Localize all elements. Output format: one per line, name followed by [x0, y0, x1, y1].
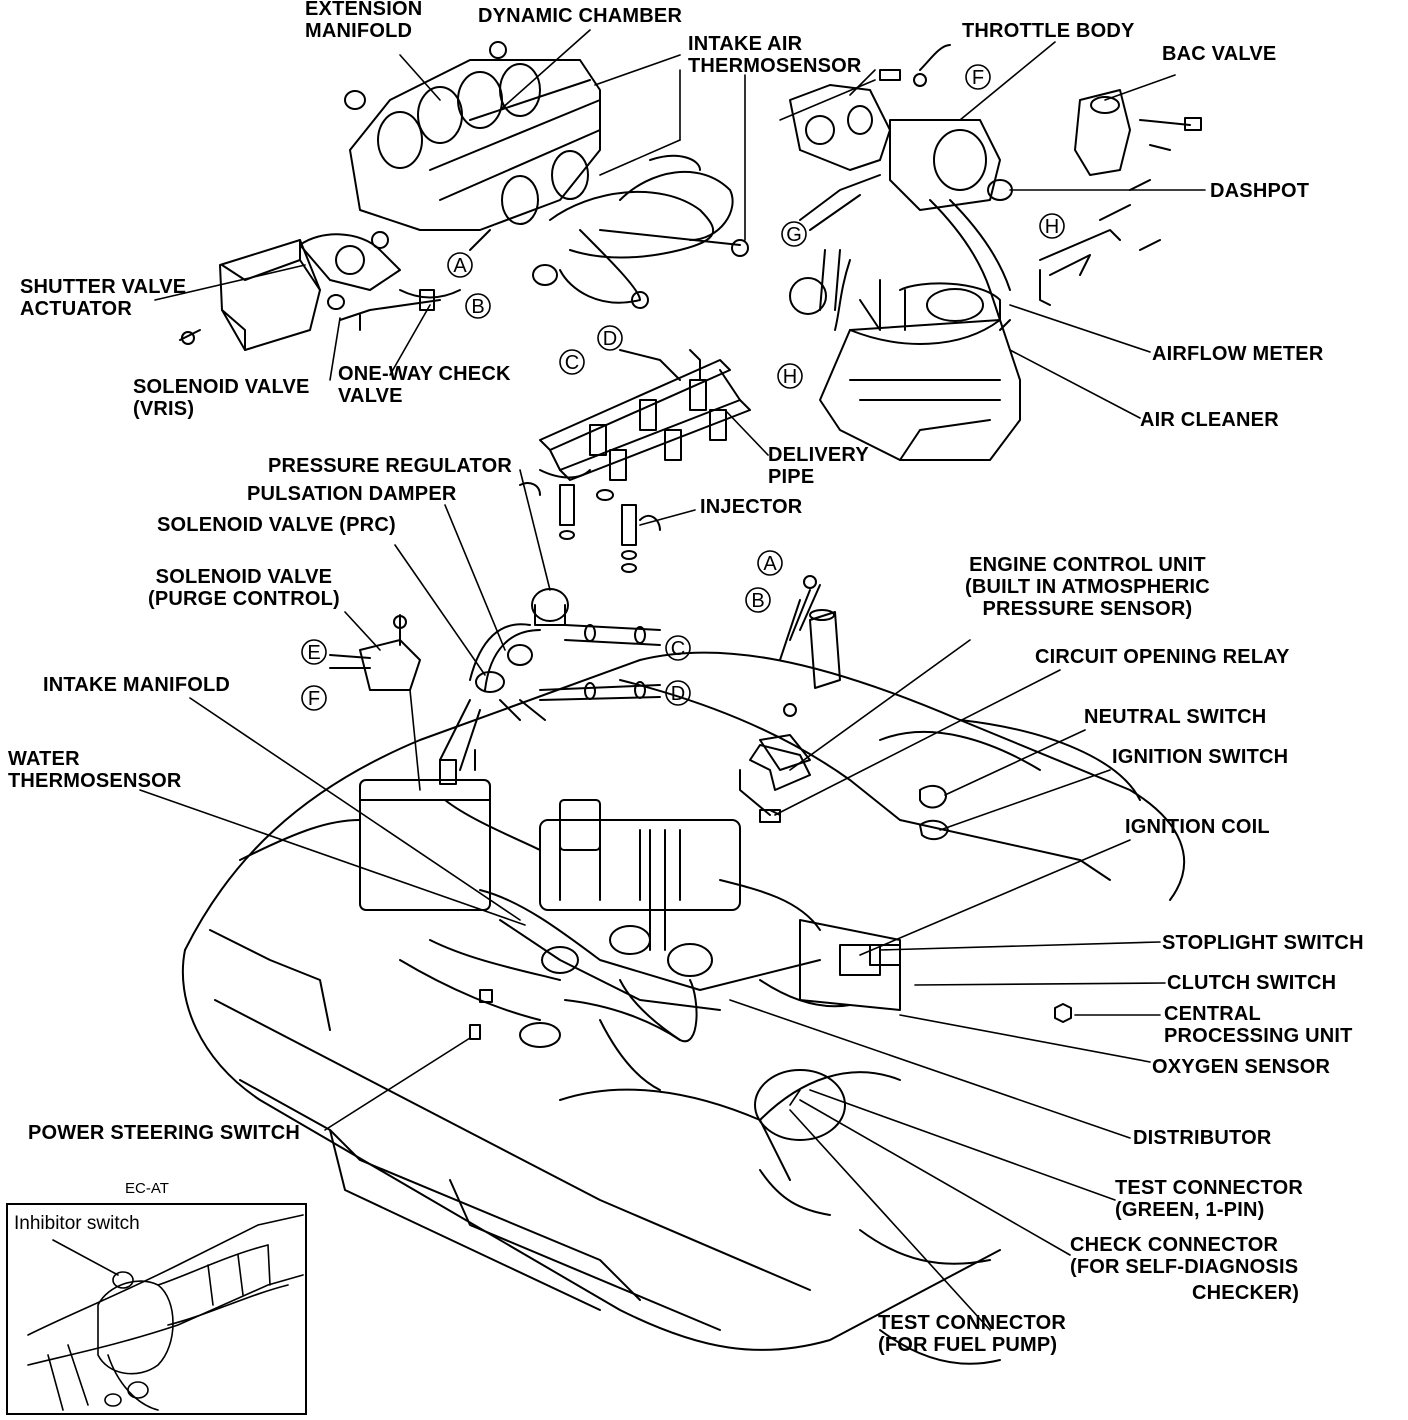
transmission-drawing	[27, 1214, 304, 1411]
label-solenoid-valve-vris: SOLENOID VALVE (VRIS)	[133, 376, 310, 420]
inset-ec-at: Inhibitor switch	[6, 1203, 307, 1415]
shutter-valve-part	[179, 231, 461, 351]
label-stoplight-switch: STOPLIGHT SWITCH	[1162, 932, 1364, 954]
marker-h-1: H	[1045, 216, 1059, 238]
marker-d-2: D	[671, 683, 685, 705]
label-test-connector-fuel: TEST CONNECTOR (FOR FUEL PUMP)	[878, 1312, 1066, 1356]
engine-block	[359, 734, 949, 1048]
label-extension-manifold: EXTENSION MANIFOLD	[305, 0, 423, 42]
marker-c-1: C	[565, 352, 579, 374]
marker-f-1: F	[972, 67, 984, 89]
marker-a-2: A	[763, 553, 777, 575]
letter-glyphs: A B C D F G H H A B C D E F	[307, 67, 1059, 710]
car-body-outline	[181, 651, 1186, 1365]
purge-solenoid-part	[329, 614, 421, 691]
label-ignition-switch: IGNITION SWITCH	[1112, 746, 1289, 768]
label-solenoid-valve-purge: SOLENOID VALVE (PURGE CONTROL)	[148, 566, 340, 610]
label-shutter-valve-actuator: SHUTTER VALVE ACTUATOR	[20, 276, 187, 320]
cpu-part	[1054, 1003, 1072, 1023]
label-intake-manifold: INTAKE MANIFOLD	[43, 674, 231, 696]
label-clutch-switch: CLUTCH SWITCH	[1167, 972, 1337, 994]
label-intake-air-thermosensor: INTAKE AIR THERMOSENSOR	[688, 33, 862, 77]
leader-lines	[139, 29, 1206, 1331]
throttle-body-part	[789, 44, 1202, 461]
label-one-way-check-valve: ONE-WAY CHECK VALVE	[338, 363, 511, 407]
label-dashpot: DASHPOT	[1210, 180, 1310, 202]
marker-f-2: F	[308, 688, 320, 710]
label-central-processing-unit: CENTRAL PROCESSING UNIT	[1164, 1003, 1353, 1047]
inset-label-inhibitor-switch: Inhibitor switch	[14, 1213, 140, 1234]
ecu-part	[749, 575, 841, 823]
label-circuit-opening-relay: CIRCUIT OPENING RELAY	[1035, 646, 1290, 668]
label-injector: INJECTOR	[700, 496, 803, 518]
label-oxygen-sensor: OXYGEN SENSOR	[1152, 1056, 1331, 1078]
label-pressure-regulator: PRESSURE REGULATOR	[268, 455, 513, 477]
marker-b-2: B	[751, 590, 764, 612]
inset-title: EC-AT	[125, 1180, 169, 1197]
fuel-hose-part	[439, 588, 661, 785]
label-throttle-body: THROTTLE BODY	[962, 20, 1135, 42]
marker-b-1: B	[471, 296, 484, 318]
marker-d-1: D	[603, 328, 617, 350]
label-dynamic-chamber: DYNAMIC CHAMBER	[478, 5, 683, 27]
label-check-connector-checker: CHECKER)	[1192, 1282, 1300, 1304]
label-pulsation-damper: PULSATION DAMPER	[247, 483, 457, 505]
delivery-pipe-part	[519, 349, 751, 573]
label-solenoid-valve-prc: SOLENOID VALVE (PRC)	[157, 514, 396, 536]
label-airflow-meter: AIRFLOW METER	[1152, 343, 1324, 365]
label-delivery-pipe: DELIVERY PIPE	[768, 444, 869, 488]
label-water-thermosensor: WATER THERMOSENSOR	[8, 748, 182, 792]
label-distributor: DISTRIBUTOR	[1133, 1127, 1272, 1149]
label-air-cleaner: AIR CLEANER	[1140, 409, 1279, 431]
label-test-connector-green: TEST CONNECTOR (GREEN, 1-PIN)	[1115, 1177, 1303, 1221]
manifold-cluster	[344, 41, 749, 309]
letter-markers	[301, 64, 1065, 711]
marker-c-2: C	[671, 638, 685, 660]
label-check-connector: CHECK CONNECTOR (FOR SELF-DIAGNOSIS	[1070, 1234, 1299, 1278]
marker-e-1: E	[307, 642, 320, 664]
label-engine-control-unit: ENGINE CONTROL UNIT (BUILT IN ATMOSPHERI…	[965, 554, 1210, 620]
label-ignition-coil: IGNITION COIL	[1125, 816, 1270, 838]
label-bac-valve: BAC VALVE	[1162, 43, 1277, 65]
marker-h-2: H	[783, 366, 797, 388]
marker-a-1: A	[453, 255, 467, 277]
label-power-steering-switch: POWER STEERING SWITCH	[28, 1122, 300, 1144]
label-neutral-switch: NEUTRAL SWITCH	[1084, 706, 1267, 728]
marker-g-1: G	[786, 224, 802, 246]
